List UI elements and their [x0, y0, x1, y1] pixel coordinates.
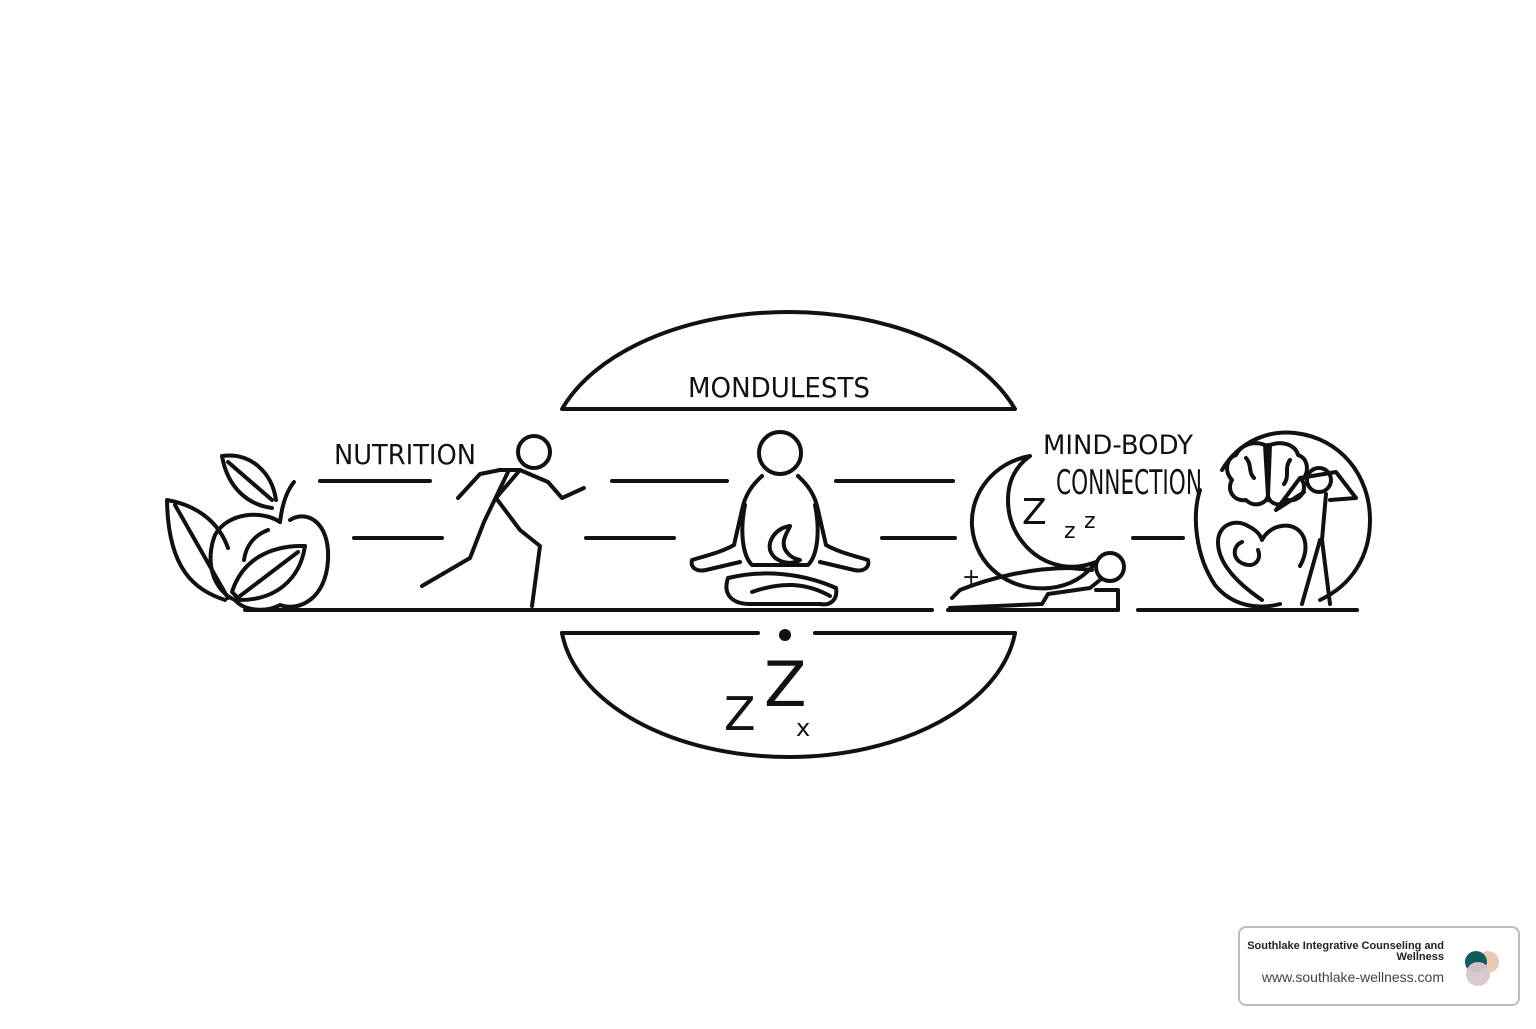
- top-arc-label: MONDULESTS: [688, 371, 870, 404]
- runner-icon: [420, 434, 586, 608]
- moon-z-large: Z: [1022, 492, 1047, 533]
- mind-body-label: MIND-BODY: [1043, 430, 1193, 461]
- sparkle-icon: +: [962, 565, 980, 590]
- moon-icon: [969, 454, 1098, 591]
- brand-url[interactable]: www.southlake-wellness.com: [1261, 969, 1444, 985]
- mind-body-icon: [1193, 430, 1372, 609]
- apple-leaf-icon: [165, 453, 331, 612]
- connection-label: CONNECTION: [1056, 463, 1202, 503]
- nutrition-label: NUTRITION: [334, 438, 476, 471]
- moon-z-small: z: [1064, 519, 1076, 544]
- top-arc: [560, 309, 1017, 411]
- brand-logo-icon: [1465, 951, 1499, 986]
- bottom-sleep-z-small: Z: [724, 687, 756, 741]
- moon-z-small-2: z: [1084, 509, 1096, 534]
- bottom-arc: [560, 631, 1017, 759]
- bottom-sleep-x: x: [796, 714, 810, 742]
- bottom-sleep-z-large: Z: [764, 648, 806, 721]
- sleeping-person-icon: [948, 551, 1126, 612]
- bottom-dot: [779, 629, 791, 641]
- logo-circle-mauve: [1466, 962, 1490, 986]
- brand-title: Southlake Integrative Counseling and Wel…: [1247, 940, 1444, 963]
- brand-card[interactable]: Southlake Integrative Counseling and Wel…: [1238, 926, 1520, 1006]
- meditation-icon: [689, 430, 871, 607]
- connector-lines: [318, 479, 1185, 540]
